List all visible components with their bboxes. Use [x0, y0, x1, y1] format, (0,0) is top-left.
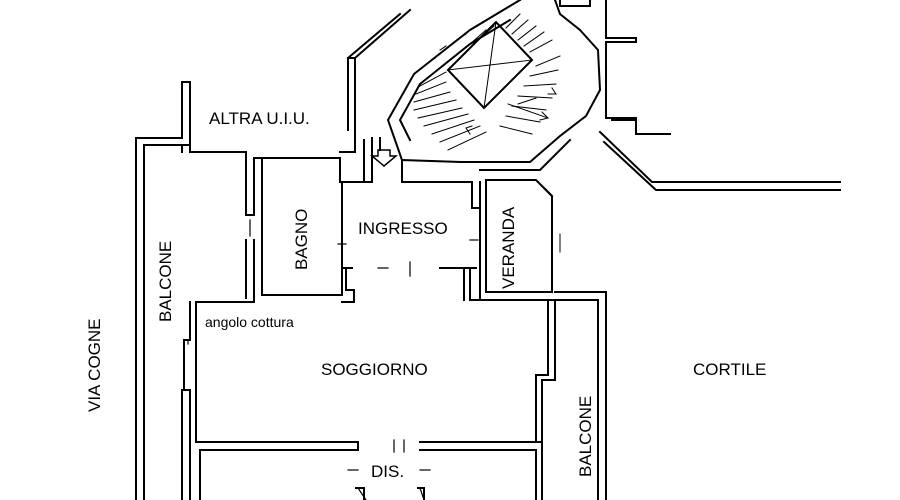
bottom-stub: [355, 487, 425, 500]
label-angolo-cottura: angolo cottura: [205, 314, 294, 330]
left-balcony-walls: [135, 81, 191, 500]
label-soggiorno: SOGGIORNO: [321, 360, 428, 379]
label-altra-uiu: ALTRA U.I.U.: [209, 109, 310, 128]
label-cortile: CORTILE: [693, 360, 766, 379]
door-marks: [187, 219, 479, 500]
label-veranda: VERANDA: [499, 206, 518, 289]
label-ingresso: INGRESSO: [358, 219, 448, 238]
label-balcone-left: BALCONE: [156, 241, 175, 322]
apartment-walls: [181, 8, 556, 500]
entry-arrow-icon: [369, 149, 399, 167]
label-via-cogne: VIA COGNE: [85, 318, 104, 412]
label-bagno: BAGNO: [292, 209, 311, 270]
veranda-walls: [479, 179, 561, 301]
right-balcony-walls: [554, 291, 607, 500]
label-balcone-right: BALCONE: [576, 396, 595, 477]
staircase: [386, 0, 602, 171]
corridor-walls: [559, 0, 841, 191]
label-dis: DIS.: [371, 462, 404, 481]
